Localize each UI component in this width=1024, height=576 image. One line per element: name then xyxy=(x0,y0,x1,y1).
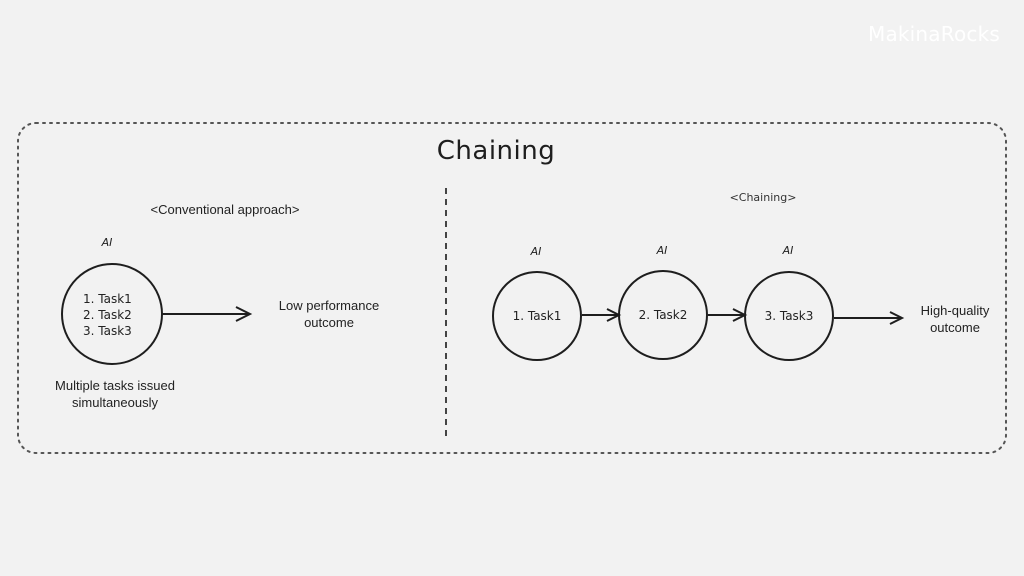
chain-node-2-ai-label: AI xyxy=(656,244,668,257)
outcome-line: outcome xyxy=(304,315,354,330)
chain-node-1-ai-label: AI xyxy=(530,245,542,258)
diagram-border xyxy=(17,122,1007,454)
conventional-outcome: Low performance outcome xyxy=(262,297,396,331)
chaining-heading: <Chaining> xyxy=(729,191,797,204)
outcome-line: Low performance xyxy=(278,298,380,313)
chain-node-2-task: 2. Task2 xyxy=(638,308,688,322)
chain-arrow-2-3 xyxy=(708,308,748,322)
conventional-caption: Multiple tasks issued simultaneously xyxy=(30,377,200,411)
chain-node-1-circle xyxy=(492,271,582,361)
caption-line: simultaneously xyxy=(72,395,158,410)
chain-node-3-task: 3. Task3 xyxy=(764,309,814,323)
conventional-ai-label: AI xyxy=(101,236,113,249)
diagram-title-text: Chaining xyxy=(436,136,556,166)
outcome-line: High-quality xyxy=(920,303,990,318)
chain-node-1-task: 1. Task1 xyxy=(512,309,562,323)
task-item: 3. Task3 xyxy=(83,324,132,338)
chain-arrow-1-2 xyxy=(582,308,622,322)
diagram-title: Chaining xyxy=(0,136,1024,166)
task-item: 1. Task1 xyxy=(83,292,132,306)
caption-line: Multiple tasks issued xyxy=(55,378,175,393)
makinarocks-logo: MakinaRocks xyxy=(867,22,1000,46)
conventional-heading: <Conventional approach> xyxy=(150,202,300,217)
conventional-arrow xyxy=(162,306,253,322)
chaining-outcome: High-quality outcome xyxy=(910,302,1000,336)
conventional-task-list: 1. Task1 2. Task2 3. Task3 xyxy=(83,291,132,339)
chain-arrow-to-outcome xyxy=(834,311,905,325)
chain-node-3-ai-label: AI xyxy=(782,244,794,257)
outcome-line: outcome xyxy=(930,320,980,335)
task-item: 2. Task2 xyxy=(83,308,132,322)
